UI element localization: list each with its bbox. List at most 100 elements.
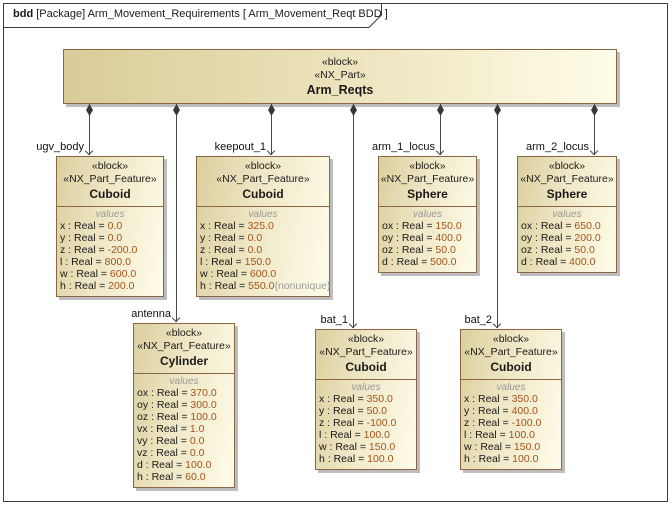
values-caption: values bbox=[496, 382, 526, 393]
block-stereotype: «NX_Part_Feature» bbox=[319, 346, 413, 358]
arrowhead-icon bbox=[348, 319, 358, 329]
values-compartment: values x : Real = 325.0 y : Real = 0.0 z… bbox=[197, 206, 331, 296]
connector-line bbox=[89, 104, 90, 155]
value-row: x : Real = 350.0 bbox=[464, 393, 538, 405]
value-row: w : Real = 600.0 bbox=[200, 268, 277, 280]
value-row: h : Real = 100.0 bbox=[319, 453, 394, 465]
diagram-kind-keyword: bdd bbox=[13, 8, 34, 20]
value-row: l : Real = 800.0 bbox=[60, 256, 131, 268]
block-stereotype: «block» bbox=[347, 333, 385, 345]
block-stereotype: «NX_Part» bbox=[314, 68, 366, 81]
values-caption: values bbox=[351, 382, 381, 393]
frame-tab: bdd [Package] Arm_Movement_Requirements … bbox=[3, 3, 388, 28]
role-label-bat-2[interactable]: bat_2 bbox=[464, 314, 492, 326]
block-name: Cuboid bbox=[242, 187, 284, 201]
arrowhead-icon bbox=[84, 146, 94, 156]
block-stereotype: «block» bbox=[492, 333, 530, 345]
block-stereotype: «NX_Part_Feature» bbox=[520, 173, 614, 185]
block-ugv-body[interactable]: «block» «NX_Part_Feature» Cuboid values … bbox=[56, 156, 164, 297]
role-label-bat-1[interactable]: bat_1 bbox=[320, 314, 348, 326]
block-name: Cuboid bbox=[345, 360, 387, 374]
block-name: Arm_Reqts bbox=[306, 82, 374, 97]
role-label-arm-1-locus[interactable]: arm_1_locus bbox=[372, 141, 435, 153]
composition-diamond-icon bbox=[86, 104, 93, 116]
connector-arm-1-locus[interactable] bbox=[435, 104, 445, 156]
composition-diamond-icon bbox=[591, 104, 598, 116]
values-caption: values bbox=[248, 209, 278, 220]
values-compartment: values x : Real = 350.0 y : Real = 50.0 … bbox=[316, 379, 416, 469]
value-row: ox : Real = 370.0 bbox=[137, 387, 217, 399]
values-caption: values bbox=[413, 209, 442, 220]
value-row: l : Real = 100.0 bbox=[464, 429, 535, 441]
connector-bat-2[interactable] bbox=[492, 104, 502, 329]
connector-keepout-1[interactable] bbox=[266, 104, 276, 156]
role-label-keepout-1[interactable]: keepout_1 bbox=[214, 141, 266, 153]
value-row: d : Real = 400.0 bbox=[521, 256, 596, 268]
connector-line bbox=[271, 104, 272, 155]
value-row: h : Real = 550.0{nonunique} bbox=[200, 280, 331, 292]
frame-tab-shape bbox=[3, 3, 382, 28]
value-row: vy : Real = 0.0 bbox=[137, 435, 205, 447]
composition-diamond-icon bbox=[437, 104, 444, 116]
value-row: ox : Real = 150.0 bbox=[382, 220, 462, 232]
block-stereotype: «NX_Part_Feature» bbox=[380, 173, 475, 185]
arrowhead-icon bbox=[266, 146, 276, 156]
values-compartment: values x : Real = 350.0 y : Real = 400.0… bbox=[461, 379, 561, 469]
connector-line bbox=[594, 104, 595, 155]
block-stereotype: «block» bbox=[91, 160, 129, 172]
values-caption: values bbox=[95, 209, 125, 220]
block-name: Sphere bbox=[407, 187, 448, 201]
value-row: w : Real = 150.0 bbox=[319, 441, 396, 453]
block-bat-2[interactable]: «block» «NX_Part_Feature» Cuboid values … bbox=[460, 329, 562, 470]
frame-tab-label: bdd [Package] Arm_Movement_Requirements … bbox=[13, 8, 388, 20]
block-name: Cylinder bbox=[159, 354, 208, 368]
value-row: w : Real = 600.0 bbox=[60, 268, 137, 280]
value-row: z : Real = -200.0 bbox=[60, 244, 138, 256]
value-row: y : Real = 0.0 bbox=[60, 232, 123, 244]
composition-diamond-icon bbox=[173, 104, 180, 116]
arrowhead-icon bbox=[492, 319, 502, 329]
block-stereotype: «block» bbox=[165, 327, 203, 339]
connector-arm-2-locus[interactable] bbox=[589, 104, 599, 156]
block-stereotype: «NX_Part_Feature» bbox=[464, 346, 558, 358]
block-stereotype: «NX_Part_Feature» bbox=[137, 340, 231, 352]
value-row: d : Real = 100.0 bbox=[137, 459, 212, 471]
value-row: y : Real = 0.0 bbox=[200, 232, 263, 244]
block-arm-1-locus[interactable]: «block» «NX_Part_Feature» Sphere values … bbox=[378, 156, 477, 273]
value-row: l : Real = 100.0 bbox=[319, 429, 390, 441]
role-label-antenna[interactable]: antenna bbox=[131, 308, 171, 320]
values-compartment: values ox : Real = 370.0 oy : Real = 300… bbox=[134, 373, 234, 487]
values-caption: values bbox=[169, 376, 199, 387]
value-row: d : Real = 500.0 bbox=[382, 256, 457, 268]
connector-bat-1[interactable] bbox=[348, 104, 358, 329]
value-row: vz : Real = 0.0 bbox=[137, 447, 205, 459]
role-label-ugv-body[interactable]: ugv_body bbox=[36, 141, 84, 153]
value-row: oz : Real = 50.0 bbox=[382, 244, 456, 256]
value-row: x : Real = 325.0 bbox=[200, 220, 274, 232]
value-row: oz : Real = 50.0 bbox=[521, 244, 595, 256]
value-row: x : Real = 350.0 bbox=[319, 393, 393, 405]
value-row: oy : Real = 300.0 bbox=[137, 399, 217, 411]
block-bat-1[interactable]: «block» «NX_Part_Feature» Cuboid values … bbox=[315, 329, 417, 470]
value-row: oz : Real = 100.0 bbox=[137, 411, 217, 423]
value-row: y : Real = 400.0 bbox=[464, 405, 538, 417]
role-label-arm-2-locus[interactable]: arm_2_locus bbox=[526, 141, 589, 153]
block-arm-2-locus[interactable]: «block» «NX_Part_Feature» Sphere values … bbox=[517, 156, 617, 273]
block-arm-reqts[interactable]: «block» «NX_Part» Arm_Reqts bbox=[63, 49, 617, 104]
connector-ugv-body[interactable] bbox=[84, 104, 94, 156]
connector-line bbox=[440, 104, 441, 155]
value-row: oy : Real = 200.0 bbox=[521, 232, 601, 244]
block-antenna[interactable]: «block» «NX_Part_Feature» Cylinder value… bbox=[133, 323, 235, 488]
value-row: y : Real = 50.0 bbox=[319, 405, 388, 417]
block-name: Sphere bbox=[546, 187, 588, 201]
block-keepout-1[interactable]: «block» «NX_Part_Feature» Cuboid values … bbox=[196, 156, 331, 297]
connector-antenna[interactable] bbox=[171, 104, 181, 323]
connector-line bbox=[353, 104, 354, 328]
block-stereotype: «block» bbox=[321, 55, 359, 68]
composition-diamond-icon bbox=[268, 104, 275, 116]
block-name: Cuboid bbox=[89, 187, 131, 201]
block-stereotype: «block» bbox=[244, 160, 282, 172]
value-row: z : Real = -100.0 bbox=[319, 417, 397, 429]
block-stereotype: «block» bbox=[409, 160, 446, 172]
composition-diamond-icon bbox=[350, 104, 357, 116]
